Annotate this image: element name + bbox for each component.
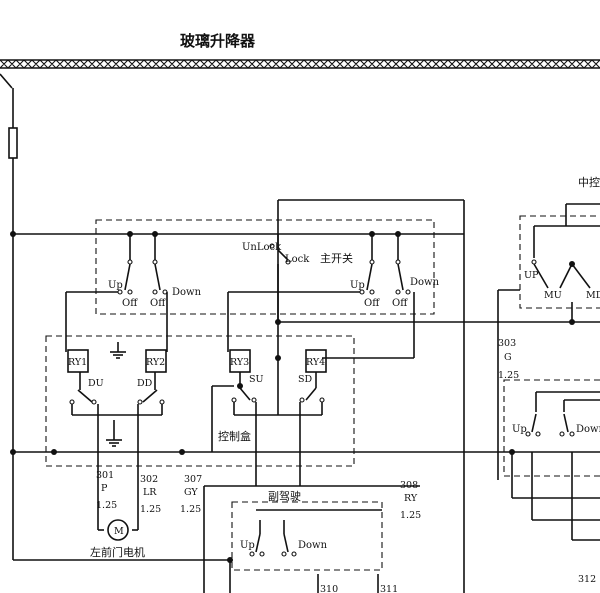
wire-303-gauge: 1.25	[498, 370, 519, 381]
wire-301-number: 301	[96, 470, 114, 481]
main-switch-box	[95, 219, 435, 315]
label-central-lock: 中控	[578, 175, 600, 189]
wire-301-color: P	[101, 483, 108, 494]
label-up-caps: UP	[524, 270, 539, 281]
wire-311-number: 311	[380, 584, 398, 593]
lock-switch: UnLock Lock 主开关	[242, 234, 353, 322]
central-lock-section: 中控 UP MU MD	[497, 175, 600, 480]
wire-312-number: 312	[578, 574, 596, 585]
wire-303-number: 303	[498, 338, 516, 349]
label-down: Down	[410, 277, 440, 288]
wire-302-color: LR	[143, 487, 157, 498]
label-du: DU	[88, 378, 104, 389]
label-off: Off	[150, 298, 166, 309]
wire-303-color: G	[504, 352, 512, 363]
label-up: Up	[108, 280, 123, 291]
control-box-relays: RY1 RY2 RY3 RY4 DU DD SU SD	[67, 342, 327, 530]
wire-301-gauge: 1.25	[96, 500, 117, 511]
wire-302-number: 302	[140, 474, 158, 485]
wire-307-color: GY	[184, 487, 198, 498]
label-up: Up	[240, 540, 255, 551]
diagram-title: 玻璃升降器	[180, 32, 256, 50]
main-switch-left: Up Off Off Down	[65, 234, 202, 352]
label-off: Off	[392, 298, 408, 309]
right-lower-switch: Up Down	[511, 391, 600, 541]
label-unlock: UnLock	[242, 242, 282, 253]
motor: M 左前门电机	[90, 519, 145, 559]
label-down: Down	[298, 540, 328, 551]
central-lock-box	[519, 215, 600, 309]
junction-dots	[10, 231, 575, 563]
fuse	[0, 73, 18, 560]
label-md: MD	[586, 290, 600, 301]
label-off: Off	[364, 298, 380, 309]
label-off: Off	[122, 298, 138, 309]
label-down: Down	[576, 424, 600, 435]
label-motor-caption: 左前门电机	[90, 545, 145, 559]
motor-symbol: M	[114, 526, 124, 537]
passenger-switch: 副驾驶 Up Down	[203, 485, 420, 593]
label-down: Down	[172, 287, 202, 298]
wire-307-number: 307	[184, 474, 202, 485]
label-passenger: 副驾驶	[268, 489, 301, 503]
top-bus-bar	[0, 59, 600, 69]
wire-308-color: RY	[404, 493, 418, 504]
label-ry3: RY3	[230, 357, 249, 368]
label-up: Up	[350, 280, 365, 291]
label-ry1: RY1	[68, 357, 87, 368]
right-switch-box	[503, 379, 600, 477]
wire-302-gauge: 1.25	[140, 504, 161, 515]
label-sd: SD	[298, 374, 313, 385]
label-control-box: 控制盒	[218, 429, 251, 443]
label-ry2: RY2	[146, 357, 165, 368]
label-up: Up	[512, 424, 527, 435]
wire-labels: 301 P 1.25 302 LR 1.25 307 GY 1.25 308 R…	[96, 338, 596, 593]
wire-310-number: 310	[320, 584, 338, 593]
main-switch-right: Up Off Off Down	[227, 234, 440, 359]
passenger-switch-box	[231, 501, 383, 571]
wire-308-gauge: 1.25	[400, 510, 421, 521]
wire-307-gauge: 1.25	[180, 504, 201, 515]
label-main-switch: 主开关	[320, 251, 353, 265]
label-mu: MU	[544, 290, 562, 301]
label-dd: DD	[137, 378, 153, 389]
control-box-outline	[45, 335, 355, 467]
label-ry4: RY4	[306, 357, 325, 368]
label-su: SU	[249, 374, 264, 385]
label-lock: Lock	[285, 254, 310, 265]
